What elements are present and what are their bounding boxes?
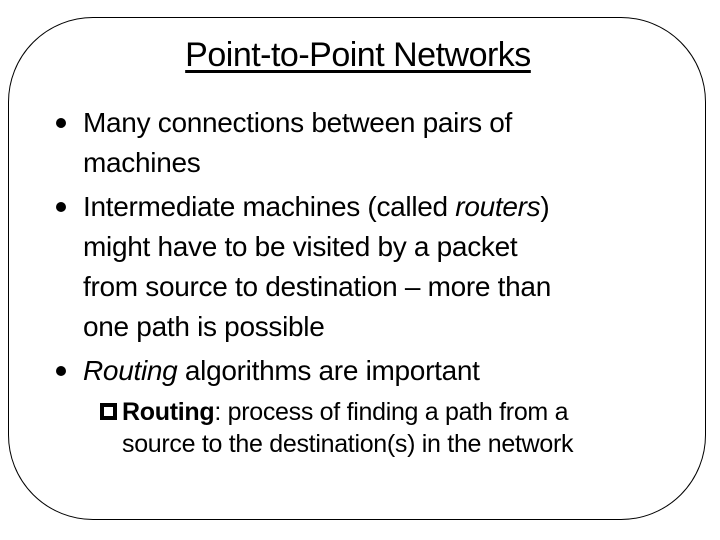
bullet-line: machines [83, 143, 670, 183]
bullet-list: Many connections between pairs of machin… [55, 103, 670, 391]
sub-bullet-line: Routing: process of finding a path from … [122, 396, 670, 428]
sub-bullet-line: source to the destination(s) in the netw… [122, 428, 670, 460]
text-run: Intermediate machines (called [83, 191, 456, 222]
text-run-italic: Routing [83, 355, 178, 386]
bullet-line: Many connections between pairs of [83, 103, 670, 143]
bullet-line: Intermediate machines (called routers) [83, 187, 670, 227]
bullet-item: Many connections between pairs of machin… [55, 103, 670, 183]
bullet-line: one path is possible [83, 307, 670, 347]
sub-bullet-list: Routing: process of finding a path from … [55, 396, 670, 460]
bullet-line: might have to be visited by a packet [83, 227, 670, 267]
round-bullet-icon [56, 202, 66, 212]
text-run-italic: routers [455, 191, 541, 222]
bullet-item: Intermediate machines (called routers) m… [55, 187, 670, 347]
sub-bullet-item: Routing: process of finding a path from … [55, 396, 670, 460]
text-run: ) [540, 191, 550, 222]
slide-frame [8, 17, 706, 520]
round-bullet-icon [56, 366, 66, 376]
bullet-line: Routing algorithms are important [83, 351, 670, 391]
text-run: algorithms are important [177, 355, 480, 386]
bullet-item: Routing algorithms are important [55, 351, 670, 391]
text-run: might have to be visited by a packet [83, 231, 518, 262]
text-run: Many connections between pairs of [83, 107, 513, 138]
text-run: machines [83, 147, 201, 178]
text-run: one path is possible [83, 311, 325, 342]
text-run: from source to destination – more than [83, 271, 551, 302]
text-run: source to the destination(s) in the netw… [122, 430, 574, 458]
text-run: : process of finding a path from a [214, 398, 569, 426]
square-bullet-icon [100, 403, 117, 420]
slide-body: Many connections between pairs of machin… [55, 103, 670, 460]
slide-title: Point-to-Point Networks [185, 36, 531, 74]
bullet-line: from source to destination – more than [83, 267, 670, 307]
round-bullet-icon [56, 118, 66, 128]
text-run-bold: Routing [122, 398, 215, 426]
